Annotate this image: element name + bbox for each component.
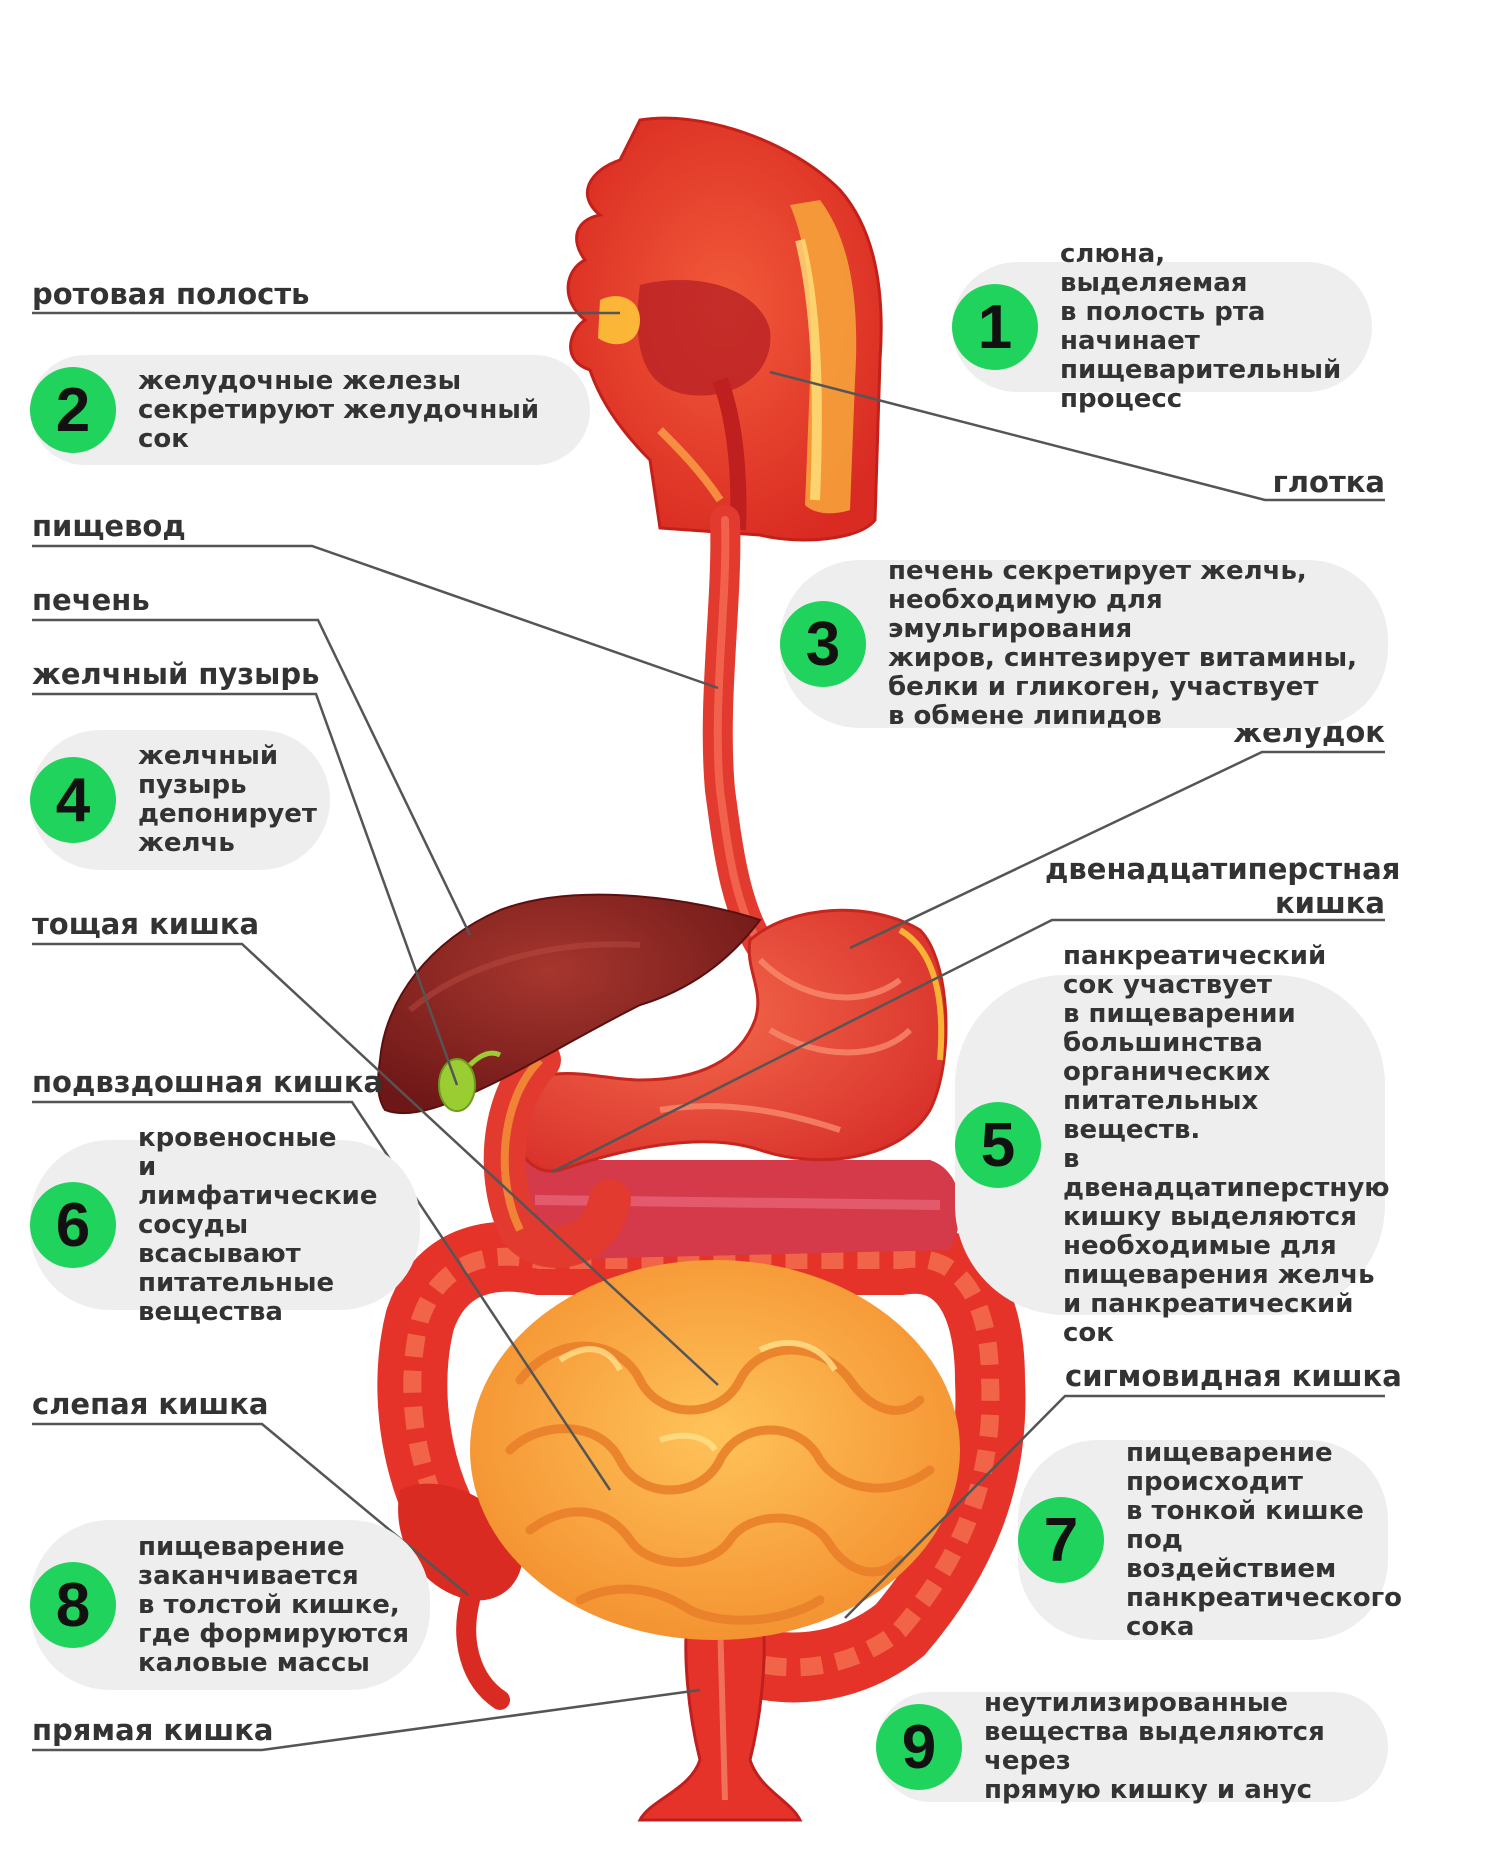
note-text-9: неутилизированные вещества выделяются че…	[984, 1688, 1325, 1805]
note-text-7: пищеварение происходит в тонкой кишке по…	[1126, 1437, 1403, 1642]
small-intestine	[470, 1260, 960, 1640]
note-text-4: желчный пузырь депонирует желчь	[138, 741, 317, 858]
gallbladder-organ	[438, 1058, 476, 1112]
label-jejunum: тощая кишка	[32, 907, 260, 941]
note-5: 5 панкреатический сок участвует в пищева…	[955, 942, 1390, 1348]
note-text-1: слюна, выделяемая в полость рта начинает…	[1060, 239, 1342, 414]
note-badge-7: 7	[1018, 1497, 1104, 1583]
note-text-6: кровеносные и лимфатические сосуды всасы…	[138, 1122, 378, 1327]
note-2: 2 желудочные железы секретируют желудочн…	[30, 355, 590, 465]
head-section	[566, 116, 883, 542]
label-duodenum: двенадцатиперстная кишка	[1045, 852, 1401, 920]
note-badge-2: 2	[30, 367, 116, 453]
note-9: 9 неутилизированные вещества выделяются …	[876, 1688, 1388, 1805]
note-4: 4 желчный пузырь депонирует желчь	[30, 730, 330, 870]
note-badge-1: 1	[952, 284, 1038, 370]
note-8: 8 пищеварение заканчивается в толстой ки…	[30, 1520, 430, 1690]
label-gallbladder: желчный пузырь	[32, 657, 320, 691]
note-7: 7 пищеварение происходит в тонкой кишке …	[1018, 1438, 1402, 1641]
label-esophagus: пищевод	[32, 509, 186, 543]
note-badge-8: 8	[30, 1562, 116, 1648]
note-badge-9: 9	[876, 1704, 962, 1790]
note-badge-3: 3	[780, 601, 866, 687]
note-badge-5: 5	[955, 1102, 1041, 1188]
note-6: 6 кровеносные и лимфатические сосуды вса…	[30, 1123, 420, 1326]
label-pharynx: глотка	[1272, 465, 1385, 499]
note-badge-6: 6	[30, 1182, 116, 1268]
label-sigmoid: сигмовидная кишка	[1065, 1359, 1402, 1393]
note-badge-4: 4	[30, 757, 116, 843]
label-mouth: ротовая полость	[32, 277, 310, 311]
note-text-8: пищеварение заканчивается в толстой кишк…	[138, 1531, 410, 1678]
note-1: 1 слюна, выделяемая в полость рта начина…	[952, 240, 1372, 414]
label-rectum: прямая кишка	[32, 1713, 274, 1747]
note-3: 3 печень секретирует желчь, необходимую …	[780, 556, 1388, 731]
note-text-5: панкреатический сок участвует в пищеваре…	[1063, 941, 1390, 1348]
label-cecum: слепая кишка	[32, 1387, 269, 1421]
label-liver: печень	[32, 583, 150, 617]
note-text-2: желудочные железы секретируют желудочный…	[138, 365, 540, 454]
label-ileum: подвздошная кишка	[32, 1065, 384, 1099]
note-text-3: печень секретирует желчь, необходимую дл…	[888, 556, 1357, 731]
